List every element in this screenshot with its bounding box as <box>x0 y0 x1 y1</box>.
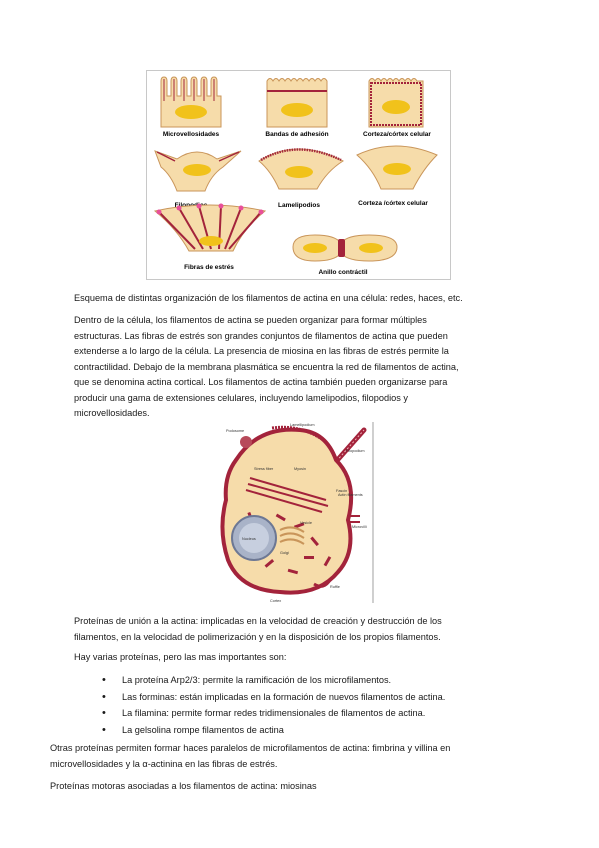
actin-organization-figure: Microvellosidades Bandas de adhesión Cor… <box>146 70 451 280</box>
label-corteza2: Corteza /córtex celular <box>358 200 428 207</box>
label-nucleus: Nucleus <box>242 537 256 541</box>
label-fibras: Fibras de estrés <box>184 264 234 271</box>
label-microvellosidades: Microvellosidades <box>163 131 220 138</box>
filopodia-cell: Filopodios <box>154 150 242 209</box>
paragraph-2: Proteínas de unión a la actina: implicad… <box>74 616 442 642</box>
label-lamellipodium: Lamellipodium <box>290 423 314 427</box>
microvilli-cell: Microvellosidades <box>160 76 222 138</box>
label-podosome: Podosome <box>226 429 244 433</box>
list-item: La proteína Arp2/3: permite la ramificac… <box>100 672 445 689</box>
label-bandas: Bandas de adhesión <box>265 131 328 138</box>
actin-cell-figure: Podosome Lamellipodium Filopodium Stress… <box>218 420 378 605</box>
paragraph-4: Otras proteínas permiten formar haces pa… <box>50 743 451 769</box>
label-ruffle: Ruffle <box>330 585 340 589</box>
label-cortex: Cortex <box>270 599 281 603</box>
label-actin-filaments: Actin filaments <box>338 493 363 497</box>
label-lamelipodios: Lamelipodios <box>278 202 320 209</box>
adhesion-belt-cell: Bandas de adhesión <box>265 78 329 138</box>
lamellipodia-cell: Lamelipodios <box>258 148 345 209</box>
paragraph-5: Proteínas motoras asociadas a los filame… <box>50 781 317 791</box>
cortex-cell-1: Corteza/córtex celular <box>363 78 431 138</box>
protein-list: La proteína Arp2/3: permite la ramificac… <box>100 672 445 738</box>
label-anillo: Anillo contráctil <box>318 269 367 276</box>
cortex-cell-2: Corteza /córtex celular <box>356 145 438 207</box>
list-item: Las forminas: están implicadas en la for… <box>100 689 445 706</box>
paragraph-1: Dentro de la célula, los filamentos de a… <box>74 315 459 418</box>
label-corteza1: Corteza/córtex celular <box>363 131 431 138</box>
figure1-caption: Esquema de distintas organización de los… <box>74 293 463 303</box>
label-vesicle: Vesicle <box>300 521 312 525</box>
actin-cell-diagram: Podosome Lamellipodium Filopodium Stress… <box>220 422 374 603</box>
label-filopodium: Filopodium <box>346 449 365 453</box>
contractile-ring-cell: Anillo contráctil <box>292 234 398 276</box>
label-golgi: Golgi <box>280 551 289 555</box>
label-stress-fiber: Stress fiber <box>254 467 274 471</box>
list-item: La gelsolina rompe filamentos de actina <box>100 722 445 739</box>
label-fascin: Fascin <box>336 489 347 493</box>
paragraph-3: Hay varias proteínas, pero las mas impor… <box>74 652 287 662</box>
label-myosin: Myosin <box>294 467 306 471</box>
actin-organization-diagram: Microvellosidades Bandas de adhesión Cor… <box>153 76 438 276</box>
stress-fiber-cell: Fibras de estrés <box>153 203 267 271</box>
label-microvilli: Microvilli <box>352 525 367 529</box>
list-item: La filamina: permite formar redes tridim… <box>100 705 445 722</box>
